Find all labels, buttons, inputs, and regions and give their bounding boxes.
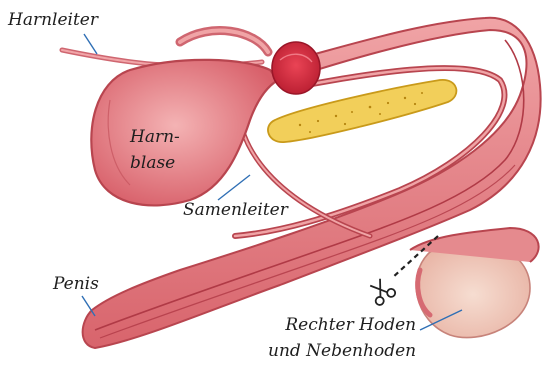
bladder (91, 60, 278, 206)
label-harnleiter: Harnleiter (8, 10, 98, 30)
scissors-icon (366, 276, 397, 307)
prostate-gland (272, 42, 320, 94)
label-samenleiter: Samenleiter (183, 200, 288, 220)
label-penis: Penis (53, 274, 99, 294)
label-hoden-line1: Rechter Hoden (268, 312, 416, 338)
label-harnblase: Harn- blase (130, 124, 180, 176)
label-harnblase-line2: blase (130, 150, 180, 176)
leader-samenleiter (218, 175, 250, 200)
label-hoden: Rechter Hoden und Nebenhoden (268, 312, 416, 364)
label-harnblase-line1: Harn- (130, 124, 180, 150)
leader-harnleiter (84, 34, 97, 54)
label-hoden-line2: und Nebenhoden (268, 338, 416, 364)
